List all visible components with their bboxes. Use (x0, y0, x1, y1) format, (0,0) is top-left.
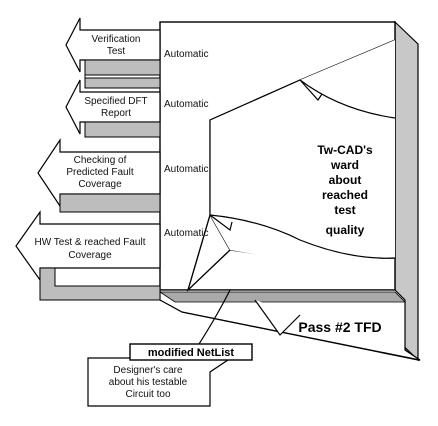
arrow-4-line-1: HW Test & reached Fault (35, 237, 146, 248)
arrow-hw-test-reached-fault-coverage (15, 210, 161, 301)
automatic-label-3: Automatic (164, 164, 208, 175)
doc-note-line-6: quality (326, 223, 365, 237)
arrow-2-line-2: Report (101, 108, 131, 119)
book-base-shadow (158, 291, 406, 303)
arrow-checking-predicted-fault-coverage (37, 138, 161, 213)
arrow-4-line-2: Coverage (68, 250, 112, 261)
arrow-3-line-2: Predicted Fault (66, 167, 133, 178)
designer-note-line-3: Circuit too (125, 389, 170, 400)
pass-callout-title: Pass #2 TFD (298, 319, 381, 335)
netlist-label: modified NetList (148, 347, 235, 359)
designer-note-line-1: Designer's care (113, 365, 183, 376)
doc-note-line-2: ward (330, 158, 359, 172)
folded-sheet-overlay (210, 40, 395, 262)
arrow-3-line-3: Coverage (78, 179, 122, 190)
automatic-label-4: Automatic (164, 228, 208, 239)
doc-note-line-4: reached (322, 188, 368, 202)
doc-note-line-1: Tw-CAD's (317, 143, 373, 157)
netlist-box (129, 343, 253, 361)
automatic-label-1: Automatic (164, 49, 208, 60)
pass-callout-pointer (254, 299, 301, 336)
arrow-1-line-1: Verification (92, 34, 141, 45)
arrow-1-line-2: Test (107, 46, 126, 57)
arrow-3-line-1: Checking of (74, 155, 127, 166)
doc-note-line-3: about (329, 173, 362, 187)
doc-note-line-5: test (334, 203, 355, 217)
arrow-verification-test (65, 17, 161, 89)
arrow-2-line-1: Specified DFT (84, 96, 147, 107)
automatic-label-2: Automatic (164, 99, 208, 110)
arrow-specified-dft-report (65, 79, 161, 138)
folded-sheet-outline (187, 79, 396, 291)
designer-note-line-2: about his testable (109, 377, 188, 388)
